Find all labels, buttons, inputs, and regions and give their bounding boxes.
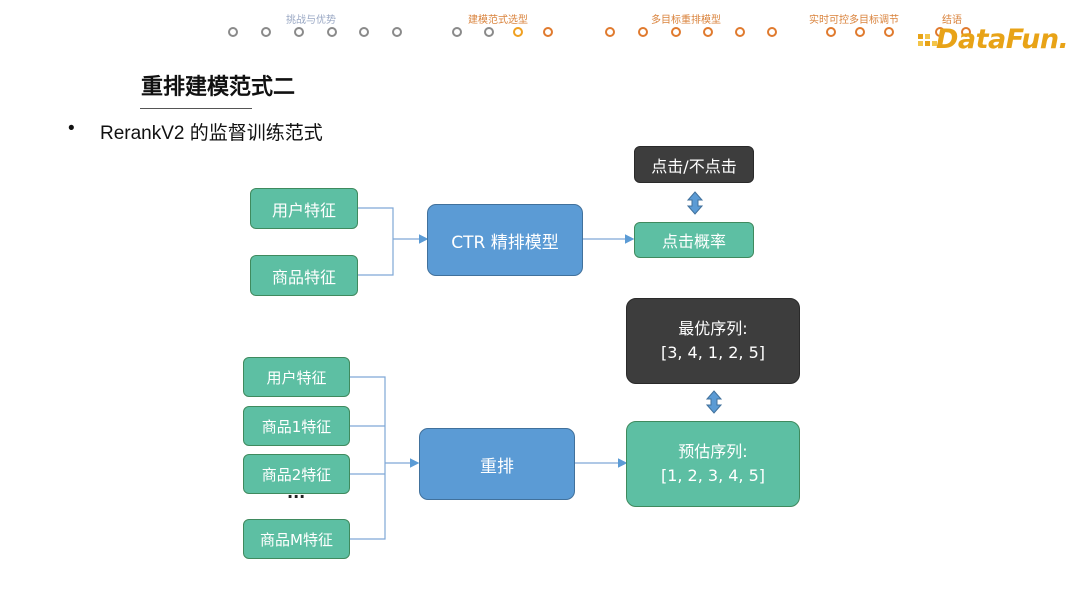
progress-dot[interactable] — [703, 27, 713, 37]
item2-feature-label: 商品2特征 — [261, 465, 332, 484]
item2-feature-box: 商品2特征 — [243, 454, 350, 494]
logo-mark-icon — [918, 34, 937, 46]
progress-dot[interactable] — [935, 27, 945, 37]
progress-dot[interactable] — [327, 27, 337, 37]
ellipsis-text: ... — [287, 483, 306, 502]
predicted-sequence-title: 预估序列: — [678, 442, 748, 461]
click-label-text: 点击/不点击 — [651, 156, 737, 176]
double-arrow-icon — [705, 390, 723, 414]
progress-dot[interactable] — [638, 27, 648, 37]
item-feature-box: 商品特征 — [250, 255, 358, 296]
predicted-sequence-box: 预估序列: [1, 2, 3, 4, 5] — [626, 421, 800, 507]
ctr-model-label: CTR 精排模型 — [451, 232, 559, 253]
click-prob-box: 点击概率 — [634, 222, 754, 258]
user-feature-box: 用户特征 — [250, 188, 358, 229]
progress-dot[interactable] — [484, 27, 494, 37]
predicted-sequence-value: [1, 2, 3, 4, 5] — [660, 466, 766, 485]
click-prob-label: 点击概率 — [661, 232, 726, 251]
optimal-sequence-title: 最优序列: — [678, 319, 748, 338]
progress-dot[interactable] — [767, 27, 777, 37]
progress-dot[interactable] — [359, 27, 369, 37]
itemM-feature-box: 商品M特征 — [243, 519, 350, 559]
progress-dot[interactable] — [543, 27, 553, 37]
progress-dot[interactable] — [228, 27, 238, 37]
progress-dot[interactable] — [884, 27, 894, 37]
nav-section-1[interactable]: 挑战与优势 — [286, 15, 336, 26]
datafun-logo: DataFun. — [918, 24, 1069, 60]
progress-dot[interactable] — [826, 27, 836, 37]
nav-section-2[interactable]: 建模范式选型 — [468, 15, 528, 26]
progress-dot[interactable] — [261, 27, 271, 37]
slide-title: 重排建模范式二 — [141, 75, 296, 100]
rerank-model-label: 重排 — [480, 456, 514, 477]
logo-text: DataFun. — [936, 24, 1069, 55]
title-underline — [140, 108, 252, 109]
optimal-sequence-box: 最优序列: [3, 4, 1, 2, 5] — [626, 298, 800, 384]
diagram1-arrows — [358, 207, 635, 276]
progress-dot[interactable] — [735, 27, 745, 37]
item1-feature-box: 商品1特征 — [243, 406, 350, 446]
progress-dot[interactable] — [294, 27, 304, 37]
user-feature-label: 用户特征 — [271, 200, 336, 220]
optimal-sequence-value: [3, 4, 1, 2, 5] — [660, 343, 766, 362]
progress-dot[interactable] — [855, 27, 865, 37]
itemM-feature-label: 商品M特征 — [260, 530, 333, 549]
rerank-model-box: 重排 — [419, 428, 575, 500]
progress-dot[interactable] — [392, 27, 402, 37]
progress-dot-current[interactable] — [513, 27, 523, 37]
nav-section-5[interactable]: 结语 — [942, 15, 962, 26]
click-label-box: 点击/不点击 — [634, 146, 754, 183]
progress-dot[interactable] — [961, 27, 971, 37]
item-feature-label: 商品特征 — [271, 267, 336, 287]
user-feature-box: 用户特征 — [243, 357, 350, 397]
progress-dot[interactable] — [671, 27, 681, 37]
nav-section-4[interactable]: 实时可控多目标调节 — [809, 15, 899, 26]
bullet-text: RerankV2 的监督训练范式 — [100, 123, 323, 144]
progress-dot[interactable] — [605, 27, 615, 37]
ctr-model-box: CTR 精排模型 — [427, 204, 583, 276]
bullet-marker: • — [68, 118, 75, 139]
progress-dot[interactable] — [452, 27, 462, 37]
diagram2-arrows — [350, 376, 628, 540]
item1-feature-label: 商品1特征 — [261, 417, 332, 436]
nav-section-3[interactable]: 多目标重排模型 — [651, 15, 721, 26]
double-arrow-icon — [686, 191, 704, 215]
user-feature-label: 用户特征 — [266, 368, 327, 387]
